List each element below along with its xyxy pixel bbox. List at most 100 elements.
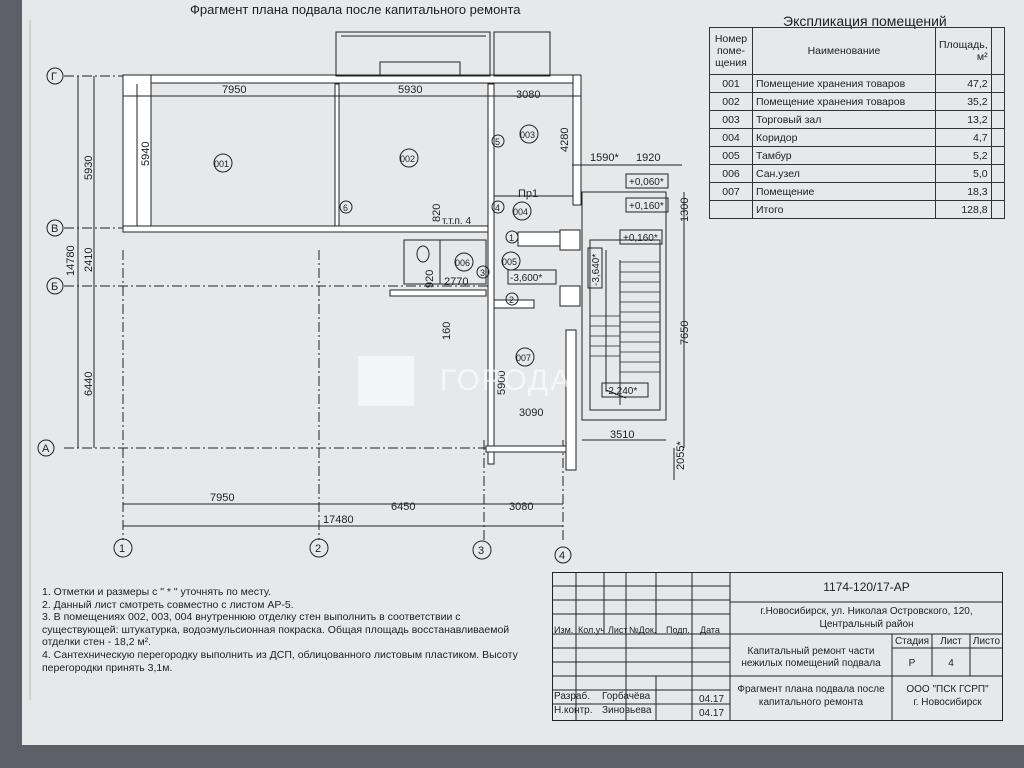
row-num: 007 xyxy=(709,182,753,201)
row-name: Торговый зал xyxy=(752,110,936,129)
note-line: существующей: штукатурка, водоэмульсионн… xyxy=(42,623,510,636)
level-mark-6: -2,240* xyxy=(605,386,637,397)
room-001: 001 xyxy=(214,159,229,169)
watermark-logo xyxy=(358,356,414,406)
row-name: Помещение хранения товаров xyxy=(752,92,936,111)
row-name: Сан.узел xyxy=(752,164,936,183)
note-line: 4. Сантехническую перегородку выполнить … xyxy=(42,648,518,661)
col-label-kol: Кол.уч xyxy=(578,625,605,635)
level-mark-4: -3,600* xyxy=(510,273,542,284)
sheet-label: Лист xyxy=(940,636,962,647)
row-num: 005 xyxy=(709,146,753,165)
row-area: 35,2 xyxy=(935,92,992,111)
notes-block: 1. Отметки и размеры с " * " уточнять по… xyxy=(42,586,547,674)
header-extra xyxy=(990,27,1005,75)
room-002: 002 xyxy=(400,154,415,164)
level-mark-1: +0,060* xyxy=(629,177,664,188)
explication-table: Номер поме- щения Наименование Площадь, … xyxy=(709,27,1005,219)
dim-left-3: 6440 xyxy=(83,372,95,396)
mark-2: 2 xyxy=(509,295,514,305)
row-area: 4,7 xyxy=(935,128,992,147)
header-number: Номер поме- щения xyxy=(709,27,753,75)
dim-920: 920 xyxy=(424,270,436,288)
sheet-title: Фрагмент плана подвала после капитальног… xyxy=(190,2,521,17)
axis-label-4: 4 xyxy=(559,550,565,562)
mark-3: 3 xyxy=(480,268,485,278)
room-007: 007 xyxy=(516,353,531,363)
note-line: перегородки принять 3,1м. xyxy=(42,661,173,674)
col-label-izm: Изм. xyxy=(554,625,574,635)
row-num: 003 xyxy=(709,110,753,129)
dim-5900: 5900 xyxy=(496,371,508,395)
total-label: Итого xyxy=(752,200,936,219)
header-area: Площадь, м² xyxy=(935,27,992,75)
dim-003-height: 4280 xyxy=(559,128,571,152)
sheets-label: Листо xyxy=(972,636,1001,647)
room-004: 004 xyxy=(513,207,528,217)
row-area: 5,0 xyxy=(935,164,992,183)
row-area: 47,2 xyxy=(935,74,992,93)
row-num: 006 xyxy=(709,164,753,183)
dim-top-1: 7950 xyxy=(222,84,246,96)
address-line-1: г.Новосибирск, ул. Николая Островского, … xyxy=(760,606,973,617)
ttp-label: т.т.п. 4 xyxy=(442,216,471,227)
level-mark-2: +0,160* xyxy=(629,201,664,212)
dim-bottom-2: 6450 xyxy=(391,501,415,513)
row-name: Помещение хранения товаров xyxy=(752,74,936,93)
dim-top-3: 3080 xyxy=(516,89,540,101)
dim-bottom-1: 7950 xyxy=(210,492,234,504)
dim-top-2: 5930 xyxy=(398,84,422,96)
mark-5: 5 xyxy=(495,137,500,147)
header-name: Наименование xyxy=(752,27,936,75)
axis-label-v: В xyxy=(51,223,58,235)
note-line: 3. В помещениях 002, 003, 004 внутреннюю… xyxy=(42,611,461,624)
address-line-2: Центральный район xyxy=(819,619,914,630)
dim-bottom-3: 3080 xyxy=(509,501,533,513)
dev-label: Разраб. xyxy=(554,691,591,702)
dim-2055: 2055* xyxy=(675,441,687,470)
dim-820: 820 xyxy=(431,204,443,222)
total-area: 128,8 xyxy=(935,200,992,219)
axis-label-3: 3 xyxy=(478,545,484,557)
dim-left-total: 14780 xyxy=(65,245,77,276)
row-num: 002 xyxy=(709,92,753,111)
sheet-name-2: капитального ремонта xyxy=(758,697,864,708)
organization-name: ООО "ПСК ГСРП" xyxy=(906,684,989,695)
axis-label-1: 1 xyxy=(119,543,125,555)
dim-total: 17480 xyxy=(323,514,354,526)
row-area: 13,2 xyxy=(935,110,992,129)
ctrl-date: 04.17 xyxy=(699,708,725,719)
explication-title: Экспликация помещений xyxy=(783,13,947,29)
mark-6: 6 xyxy=(343,203,348,213)
note-line: 2. Данный лист смотреть совместно с лист… xyxy=(42,598,294,611)
axis-label-b: Б xyxy=(51,281,58,293)
row-area: 18,3 xyxy=(935,182,992,201)
project-name-2: нежилых помещений подвала xyxy=(741,658,881,669)
room-006: 006 xyxy=(455,258,470,268)
note-line: 1. Отметки и размеры с " * " уточнять по… xyxy=(42,586,272,598)
dev-date: 04.17 xyxy=(699,694,725,705)
axis-label-g: Г xyxy=(51,71,57,83)
axis-label-2: 2 xyxy=(315,543,321,555)
organization-city: г. Новосибирск xyxy=(913,697,982,708)
col-label-sign: Подп. xyxy=(666,625,690,635)
dim-3510: 3510 xyxy=(610,429,634,441)
dev-name: Горбачёва xyxy=(602,691,651,702)
mark-4: 4 xyxy=(495,203,500,213)
project-code: 1174-120/17-АР xyxy=(823,580,910,594)
row-area: 5,2 xyxy=(935,146,992,165)
mark-1: 1 xyxy=(509,233,514,243)
dim-left-2: 2410 xyxy=(83,248,95,272)
watermark-text: ГОРОДА xyxy=(440,364,573,397)
stage-value: Р xyxy=(908,658,916,669)
level-mark-3: +0,160* xyxy=(623,233,658,244)
dim-1590: 1590* xyxy=(590,152,619,164)
level-mark-5: -3,640* xyxy=(591,254,602,286)
